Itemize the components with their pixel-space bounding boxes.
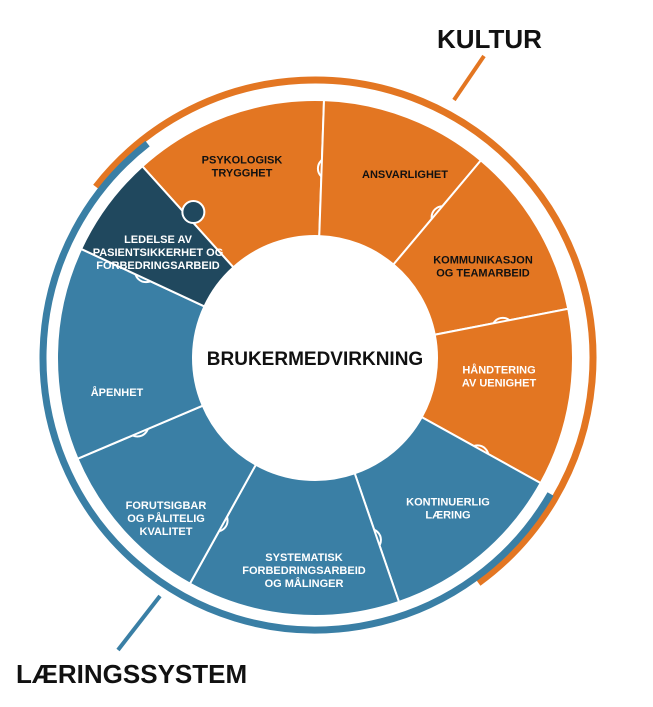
segment-label-line: HÅNDTERING (462, 364, 535, 377)
segment-label-line: FORBEDRINGSARBEID (242, 565, 366, 577)
segment-label-line: ANSVARLIGHET (362, 169, 448, 181)
segment-label-line: KOMMUNIKASJON (433, 255, 533, 267)
segment-label-line: LÆRING (425, 510, 470, 522)
segment-label-line: OG TEAMARBEID (436, 268, 530, 280)
segment-label-line: PASIENTSIKKERHET OG (93, 247, 224, 259)
puzzle-ring (56, 99, 574, 617)
kultur-arc (93, 76, 597, 586)
segment-label-line: TRYGGHET (212, 168, 273, 180)
segment-label-line: OG PÅLITELIG (127, 512, 205, 525)
center-circle (193, 236, 437, 480)
puzzle-knob (181, 200, 206, 225)
segment-label-line: PSYKOLOGISK (202, 155, 283, 167)
segment-label-line: FORBEDRINGSARBEID (96, 260, 220, 272)
segment-label-line: AV UENIGHET (462, 378, 537, 390)
outer-arcs (39, 54, 597, 652)
kultur-leader-line (452, 54, 486, 102)
kultur-label: KULTUR (437, 24, 542, 54)
segment-label-line: OG MÅLINGER (265, 577, 344, 590)
segment-label-line: ÅPENHET (91, 386, 144, 399)
center-label: BRUKERMEDVIRKNING (207, 349, 423, 370)
laeringssystem-label: LÆRINGSSYSTEM (16, 659, 247, 689)
segment-label-line: FORUTSIGBAR (126, 500, 207, 512)
segment-label-line: KVALITET (140, 526, 193, 538)
segment-label-line: KONTINUERLIG (406, 497, 490, 509)
laeringssystem-arc (39, 140, 554, 634)
laeringssystem-leader-line (116, 594, 162, 652)
segment-label-line: SYSTEMATISK (265, 552, 342, 564)
segment-label-line: LEDELSE AV (124, 234, 193, 246)
segment-label-ansvarlighet: ANSVARLIGHET (362, 169, 448, 181)
segment-label-apenhet: ÅPENHET (91, 386, 144, 399)
